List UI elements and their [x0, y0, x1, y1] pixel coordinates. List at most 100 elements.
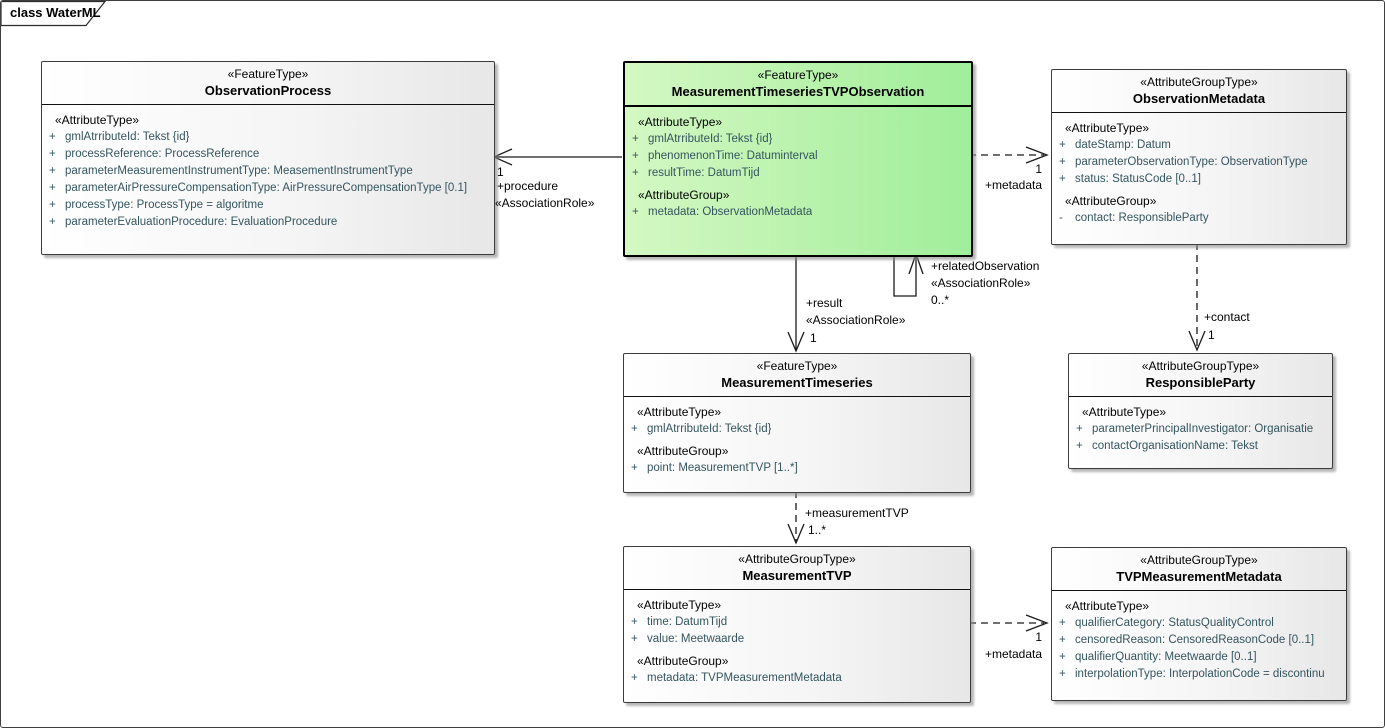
multiplicity-label: 1 — [1035, 162, 1042, 176]
attribute-row: + parameterAirPressureCompensationType: A… — [42, 180, 490, 197]
visibility-marker: + — [49, 182, 56, 194]
class-attributes: «AttributeType» +qualifierCategory: Stat… — [1052, 591, 1346, 683]
visibility-marker: + — [1059, 173, 1066, 185]
multiplicity-label: 0..* — [931, 293, 950, 307]
class-name: ObservationProcess — [204, 83, 332, 98]
class-attributes: «AttributeType» +gmlAtrributeId: Tekst {… — [42, 105, 494, 231]
attribute-text: parameterAirPressureCompensationType: Ai… — [65, 182, 468, 194]
dependency-metadata-tvp[interactable] — [969, 614, 1049, 632]
attribute-text: parameterObservationType: ObservationTyp… — [1075, 156, 1308, 168]
self-association-related-observation[interactable] — [893, 252, 924, 297]
class-header: «FeatureType» MeasurementTimeseriesTVPOb… — [625, 63, 971, 107]
class-attributes: «AttributeType» +gmlAtrributeId: Tekst {… — [624, 397, 970, 477]
attribute-row: -contact: ResponsibleParty — [1052, 210, 1342, 227]
class-name: ResponsibleParty — [1145, 375, 1256, 390]
diagram-tab-title: class WaterML — [10, 5, 101, 20]
stereotype-label: «AssociationRole» — [495, 196, 595, 210]
attribute-row: +processType: ProcessType = algoritme — [42, 197, 490, 214]
attribute-text: qualifierQuantity: Meetwaarde [0..1] — [1075, 651, 1257, 663]
class-attributes: «AttributeType» +parameterPrincipalInves… — [1069, 397, 1332, 455]
attribute-text: gmlAtrributeId: Tekst {id} — [648, 133, 773, 145]
visibility-marker: + — [632, 206, 639, 218]
visibility-marker: + — [1059, 668, 1066, 680]
multiplicity-label: 1 — [1035, 630, 1042, 644]
class-box-measurement-timeseries-tvp-observation[interactable]: «FeatureType» MeasurementTimeseriesTVPOb… — [623, 61, 973, 257]
section-heading: «AttributeType» — [637, 598, 722, 612]
class-box-measurement-tvp[interactable]: «AttributeGroupType» MeasurementTVP «Att… — [623, 546, 971, 703]
diagram-tab-shape — [1, 1, 107, 27]
dependency-metadata-observation[interactable] — [969, 146, 1049, 164]
visibility-marker: + — [49, 148, 56, 160]
class-attributes: «AttributeType» +dateStamp: Datum +param… — [1052, 113, 1346, 227]
class-box-responsible-party[interactable]: «AttributeGroupType» ResponsibleParty «A… — [1068, 353, 1333, 469]
attribute-row: +qualifierCategory: StatusQualityControl — [1052, 615, 1342, 632]
attribute-row: + metadata: ObservationMetadata — [625, 204, 967, 221]
attribute-row: +contactOrganisationName: Tekst — [1069, 438, 1328, 455]
dependency-measurement-tvp[interactable] — [787, 491, 805, 545]
attribute-text: gmlAtrributeId: Tekst {id} — [647, 423, 772, 435]
visibility-marker: + — [632, 133, 639, 145]
visibility-marker: + — [1076, 440, 1083, 452]
attribute-text: processReference: ProcessReference — [65, 148, 260, 160]
attribute-row: + parameterObservationType: ObservationTy… — [1052, 154, 1342, 171]
class-box-measurement-timeseries[interactable]: «FeatureType» MeasurementTimeseries «Att… — [623, 353, 971, 493]
attribute-text: interpolationType: InterpolationCode = d… — [1075, 668, 1325, 680]
multiplicity-label: 1 — [497, 165, 504, 179]
section-heading: «AttributeGroup» — [637, 654, 729, 668]
section-heading: «AttributeGroup» — [1065, 194, 1157, 208]
visibility-marker: + — [632, 150, 639, 162]
class-header: «AttributeGroupType» ObservationMetadata — [1052, 70, 1346, 113]
role-label: +procedure — [497, 179, 559, 193]
association-procedure[interactable] — [492, 148, 622, 166]
visibility-marker: + — [631, 423, 638, 435]
class-stereotype: «FeatureType» — [756, 359, 838, 373]
visibility-marker: + — [49, 216, 56, 228]
class-box-observation-process[interactable]: «FeatureType» ObservationProcess «Attrib… — [41, 61, 495, 255]
visibility-marker: + — [1059, 156, 1066, 168]
section-heading: «AttributeType» — [1082, 405, 1167, 419]
class-attributes: «AttributeType» +gmlAtrributeId: Tekst {… — [625, 107, 971, 221]
dependency-contact[interactable] — [1188, 243, 1206, 352]
class-stereotype: «AttributeGroupType» — [1141, 359, 1260, 373]
class-stereotype: «AttributeGroupType» — [1140, 553, 1258, 567]
attribute-row: +parameterPrincipalInvestigator: Organis… — [1069, 421, 1328, 438]
attribute-text: metadata: TVPMeasurementMetadata — [647, 672, 842, 684]
visibility-marker: + — [1059, 139, 1066, 151]
class-attributes: «AttributeType» +time: DatumTijd +value:… — [624, 590, 970, 687]
multiplicity-label: 1 — [810, 331, 817, 345]
open-arrowhead-right-icon — [1025, 614, 1049, 632]
class-header: «FeatureType» ObservationProcess — [42, 62, 494, 105]
visibility-marker: + — [49, 131, 56, 143]
attribute-text: dateStamp: Datum — [1075, 139, 1171, 151]
class-box-observation-metadata[interactable]: «AttributeGroupType» ObservationMetadata… — [1051, 69, 1347, 245]
attribute-row: +time: DatumTijd — [624, 614, 966, 631]
open-arrowhead-down-icon — [787, 523, 805, 545]
attribute-row: +qualifierQuantity: Meetwaarde [0..1] — [1052, 649, 1342, 666]
attribute-row: +metadata: TVPMeasurementMetadata — [624, 670, 966, 687]
visibility-marker: + — [1059, 634, 1066, 646]
class-name: MeasurementTimeseriesTVPObservation — [671, 84, 925, 99]
open-arrowhead-right-icon — [1025, 146, 1049, 164]
class-name: MeasurementTVP — [742, 568, 852, 583]
attribute-text: metadata: ObservationMetadata — [648, 206, 813, 218]
role-label: +metadata — [984, 647, 1042, 661]
attribute-text: point: MeasurementTVP [1..*] — [647, 462, 798, 474]
role-label: +result — [806, 296, 843, 310]
attribute-row: + parameterEvaluationProcedure: Evaluatio… — [42, 214, 490, 231]
attribute-text: parameterPrincipalInvestigator: Organisa… — [1092, 423, 1314, 435]
role-label: +metadata — [984, 178, 1042, 192]
attribute-row: +point: MeasurementTVP [1..*] — [624, 460, 966, 477]
class-box-tvp-measurement-metadata[interactable]: «AttributeGroupType» TVPMeasurementMetad… — [1051, 547, 1347, 701]
attribute-text: parameterEvaluationProcedure: Evaluation… — [65, 216, 338, 228]
attribute-text: resultTime: DatumTijd — [648, 167, 760, 179]
class-stereotype: «AttributeGroupType» — [738, 552, 856, 566]
multiplicity-label: 1 — [1208, 328, 1215, 342]
visibility-marker: - — [1059, 212, 1063, 224]
visibility-marker: + — [1059, 617, 1066, 629]
visibility-marker: + — [631, 616, 638, 628]
attribute-text: gmlAtrributeId: Tekst {id} — [65, 131, 190, 143]
class-header: «AttributeGroupType» MeasurementTVP — [624, 547, 970, 590]
role-label: +relatedObservation — [931, 259, 1040, 273]
association-result[interactable] — [787, 253, 805, 353]
